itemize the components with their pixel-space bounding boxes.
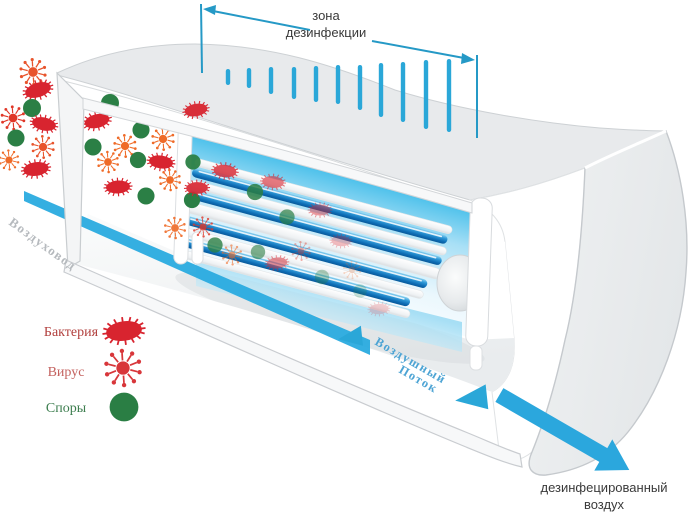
uv-intensity-bar	[378, 63, 384, 117]
particle-virus	[18, 57, 48, 87]
legend-label-bacteria: Бактерия	[44, 325, 99, 340]
particle-bacteria	[307, 201, 333, 219]
virus-icon	[103, 347, 143, 389]
legend: Бактерия Вирус Споры	[44, 313, 149, 422]
airflow-stripe	[24, 191, 370, 355]
particle-spore	[207, 237, 223, 253]
particle-spore	[84, 138, 102, 156]
spore-icon	[109, 392, 139, 422]
particle-spore	[314, 269, 330, 285]
uv-intensity-bar	[268, 67, 274, 94]
zone-label-line2: дезинфекции	[286, 25, 367, 40]
arrow-shape	[495, 388, 630, 471]
dimension-line	[200, 3, 478, 138]
duct-window-top-frame	[82, 97, 473, 214]
particle-spore	[353, 284, 367, 298]
uv-intensity-bar	[357, 65, 363, 110]
dimension-segment-right	[371, 40, 465, 59]
tube-highlight	[186, 240, 405, 300]
uv-intensity-bar	[246, 68, 252, 88]
output-label-line2: воздух	[584, 497, 625, 512]
output-label-line1: дезинфецированный	[541, 480, 668, 495]
zone-label-line1: зона	[312, 8, 340, 23]
particle-spore	[23, 99, 41, 117]
duct-left-frame	[56, 71, 85, 270]
particle-spore	[137, 187, 155, 205]
duct-end-face	[528, 130, 688, 476]
uv-intensity-bar	[335, 65, 341, 104]
legend-label-virus: Вирус	[48, 365, 85, 380]
dimension-arrowhead-left	[203, 5, 216, 15]
particle-spore	[250, 244, 266, 260]
dimension-tick-left	[200, 3, 203, 74]
spore-icon	[109, 392, 139, 422]
bacteria-icon	[99, 313, 149, 349]
particle-bacteria	[19, 74, 57, 106]
dimension-segment-left	[212, 10, 311, 31]
bacteria-icon	[99, 313, 149, 349]
uv-intensity-bar	[423, 60, 429, 129]
uv-intensity-bar	[291, 67, 297, 99]
uv-intensity-bar	[446, 59, 452, 132]
duct-bottom-lip	[63, 259, 523, 468]
particle-spore	[185, 154, 201, 170]
uv-underglow	[196, 256, 462, 352]
uv-intensity-bars	[225, 59, 452, 132]
particle-spore	[246, 183, 264, 201]
disinfected-air-arrow	[495, 388, 630, 471]
tube-highlight	[190, 218, 422, 282]
particle-virus	[30, 134, 56, 160]
particle-spore	[279, 209, 295, 225]
uv-intensity-bar	[225, 69, 231, 85]
flow-triangle-2	[455, 384, 489, 410]
lamp-right-bracket	[465, 197, 493, 347]
particle-bacteria	[18, 156, 54, 182]
lamp-right-foot	[469, 345, 483, 371]
duct-top-face	[56, 43, 667, 201]
virus-icon	[103, 347, 143, 389]
particle-virus	[0, 104, 26, 132]
particle-spore	[7, 129, 25, 147]
particle-spore	[129, 151, 147, 169]
uv-intensity-bar	[400, 62, 406, 122]
legend-label-spore: Споры	[46, 401, 87, 416]
dimension-arrowhead-right	[461, 53, 475, 64]
duct-end-seam	[584, 129, 667, 170]
lamp-left-foot	[191, 231, 204, 265]
uv-intensity-bar	[313, 66, 319, 102]
tube-highlight	[193, 192, 437, 259]
flow-triangle-1	[338, 325, 363, 346]
particle-virus	[0, 148, 20, 172]
